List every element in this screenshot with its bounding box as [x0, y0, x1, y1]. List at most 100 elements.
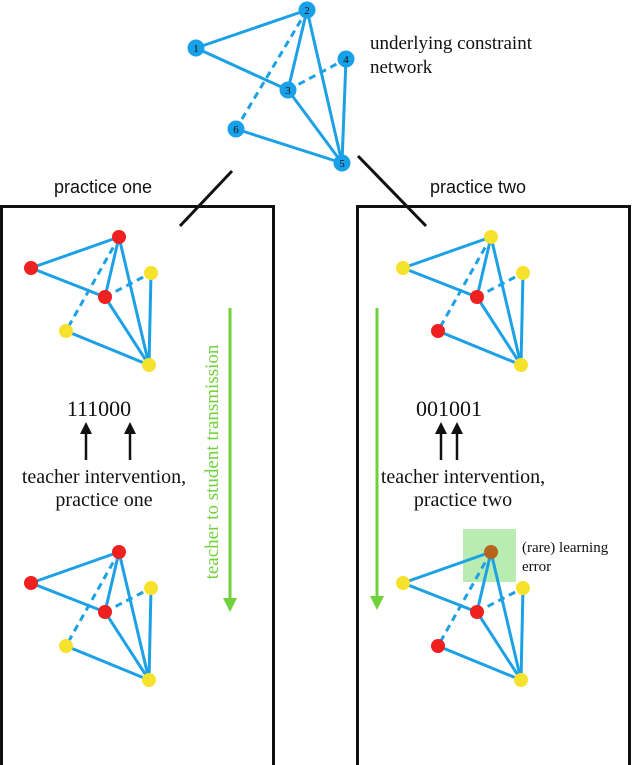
constraint-edge	[286, 9, 309, 91]
node-label: 4	[343, 54, 349, 66]
constraint-edge-dashed	[64, 236, 121, 332]
constraint-edge	[195, 8, 308, 50]
constraint-edge-dashed	[436, 236, 493, 332]
practice-one-network-student	[24, 545, 158, 687]
node-label: 1	[193, 43, 199, 55]
network-node	[59, 324, 73, 338]
arrow-up-head	[435, 422, 447, 434]
network-node	[279, 81, 297, 99]
practice-two-title: practice two	[430, 177, 526, 197]
constraint-edge	[305, 9, 344, 164]
constraint-edge	[235, 127, 343, 165]
constraint-edge	[475, 611, 523, 681]
constraint-edge-dashed	[104, 586, 152, 614]
practice-two-green-arrow	[370, 308, 384, 610]
network-node	[187, 39, 205, 57]
network-node	[142, 673, 156, 687]
practice-two-intervention-line-1: teacher intervention,	[381, 466, 545, 488]
constraint-edge	[437, 329, 522, 367]
network-node	[59, 639, 73, 653]
constraint-edge-dashed	[104, 271, 152, 299]
constraint-edge-dashed	[476, 586, 524, 614]
practice-one-frame	[0, 205, 275, 765]
constraint-edge	[519, 272, 525, 366]
practice-two-network-teacher	[396, 230, 530, 372]
practice-one-code: 111000	[67, 396, 131, 421]
practice-one-intervention-line-1: teacher intervention,	[22, 466, 186, 488]
practice-one-title: practice one	[54, 177, 152, 197]
constraint-edge	[65, 644, 150, 682]
arrow-up-head	[80, 422, 92, 434]
green-arrow-head	[370, 596, 384, 610]
node-label: 6	[233, 124, 239, 136]
network-node	[24, 576, 38, 590]
constraint-edge	[340, 58, 348, 164]
practice-two-frame	[356, 205, 631, 765]
network-node	[484, 230, 498, 244]
constraint-edge	[402, 266, 478, 299]
constraint-edge	[475, 296, 523, 366]
constraint-edge	[195, 46, 289, 92]
network-node	[514, 358, 528, 372]
constraint-edge	[489, 236, 523, 366]
connector-line-right	[356, 154, 428, 228]
practice-two-arrows	[435, 422, 463, 460]
network-node	[144, 581, 158, 595]
practice-two-network-student	[396, 545, 530, 687]
practice-one-arrows	[80, 422, 136, 460]
constraint-edge-dashed	[64, 551, 121, 647]
network-node	[396, 576, 410, 590]
network-node	[337, 50, 355, 68]
constraint-edge	[30, 550, 120, 585]
constraint-edge-dashed	[287, 57, 347, 92]
constraint-edge	[402, 550, 492, 585]
constraint-edge	[103, 611, 151, 681]
network-node	[144, 266, 158, 280]
constraint-edge	[519, 587, 525, 681]
network-node	[470, 290, 484, 304]
practice-two-panel: practice two 001001 teacher intervention…	[356, 177, 631, 765]
arrow-up-head	[451, 422, 463, 434]
network-label-line-1: underlying constraint	[370, 33, 533, 54]
network-node	[24, 261, 38, 275]
constraint-edge	[103, 551, 121, 613]
constraint-edge-dashed	[436, 551, 493, 647]
network-node	[333, 154, 351, 172]
practice-two-intervention-line-2: practice two	[414, 489, 512, 511]
constraint-edge	[117, 551, 151, 681]
constraint-edge	[103, 296, 151, 366]
connector-line-left	[178, 169, 234, 228]
network-node	[470, 605, 484, 619]
transmission-arrow	[223, 308, 237, 612]
network-node	[516, 266, 530, 280]
practice-one-intervention-line-2: practice one	[55, 489, 152, 511]
constraint-edge	[147, 587, 153, 681]
network-node	[431, 639, 445, 653]
network-node	[396, 261, 410, 275]
arrow-up-head	[124, 422, 136, 434]
network-node	[431, 324, 445, 338]
constraint-edge	[117, 236, 151, 366]
network-node	[516, 581, 530, 595]
constraint-edge	[30, 266, 106, 299]
constraint-edge	[437, 644, 522, 682]
network-node	[142, 358, 156, 372]
transmission-arrow-head	[223, 598, 237, 612]
network-node	[227, 120, 245, 138]
practice-two-code: 001001	[416, 396, 482, 421]
constraint-edge	[475, 551, 493, 613]
practice-one-network-teacher	[24, 230, 158, 372]
constraint-edge	[147, 272, 153, 366]
constraint-edge-dashed	[476, 271, 524, 299]
constraint-edge	[402, 235, 492, 270]
learning-error-line-1: (rare) learning	[522, 540, 609, 556]
network-node	[484, 545, 498, 559]
transmission-label: teacher to student transmission	[202, 344, 223, 579]
network-label-line-2: network	[370, 57, 433, 78]
constraint-edge	[402, 581, 478, 614]
practice-one-panel: practice one 111000 teacher intervention…	[0, 177, 275, 765]
constraint-edge	[103, 236, 121, 298]
